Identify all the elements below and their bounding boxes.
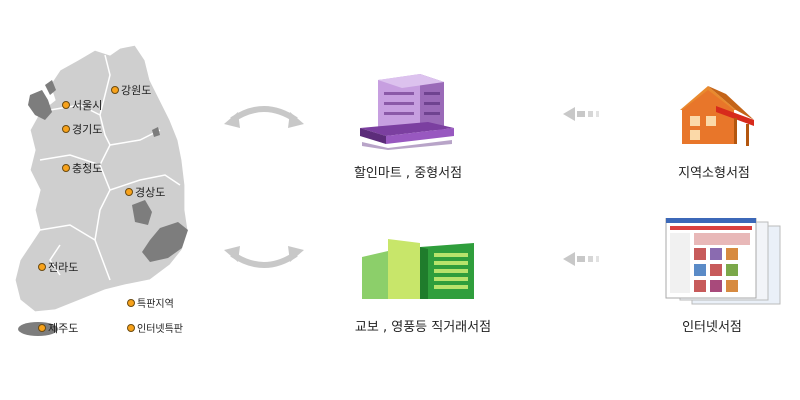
legend-dot [127, 324, 135, 332]
map-special-daegu [132, 200, 152, 225]
two-way-arrow-top [224, 106, 304, 128]
major-bookstore-building-icon [362, 239, 474, 299]
label-chungcheong: 충청도 [62, 163, 102, 175]
label-jeolla: 전라도 [38, 262, 78, 274]
region-dot [125, 188, 133, 196]
region-dot [62, 101, 70, 109]
mart-building-icon [360, 74, 454, 150]
arrow-from-online-bookstore [563, 252, 599, 266]
legend-internet-special: 인터넷특판 [127, 320, 183, 335]
region-dot [111, 86, 119, 94]
node-discount-mart: 할인마트 , 중형서점 [353, 166, 463, 181]
label-gangwon: 강원도 [111, 85, 151, 97]
korea-map [14, 44, 189, 336]
map-borders [39, 54, 181, 281]
map-special-north [45, 80, 56, 95]
label-jeju: 제주도 [38, 323, 78, 335]
arrow-from-local-bookstore [563, 107, 599, 121]
legend-special-zone: 특판지역 [127, 295, 174, 310]
two-way-arrow-bottom [224, 246, 304, 268]
region-dot [38, 263, 46, 271]
house-icon [680, 86, 754, 146]
region-dot [38, 324, 46, 332]
map-special-seoul [28, 90, 52, 120]
online-bookstore-screenshot-icon [665, 218, 781, 305]
node-online-bookstore: 인터넷서점 [682, 320, 742, 335]
region-dot [62, 164, 70, 172]
map-special-small [152, 127, 160, 137]
map-special-busan [142, 222, 188, 262]
map-mainland [14, 44, 189, 313]
node-local-bookstore: 지역소형서점 [678, 166, 750, 181]
legend-dot [127, 299, 135, 307]
node-major-bookstore: 교보 , 영풍등 직거래서점 [354, 320, 492, 335]
label-gyeongsang: 경상도 [125, 187, 165, 199]
region-dot [62, 125, 70, 133]
label-seoul: 서울시 [62, 100, 102, 112]
label-gyeonggi: 경기도 [62, 124, 102, 136]
